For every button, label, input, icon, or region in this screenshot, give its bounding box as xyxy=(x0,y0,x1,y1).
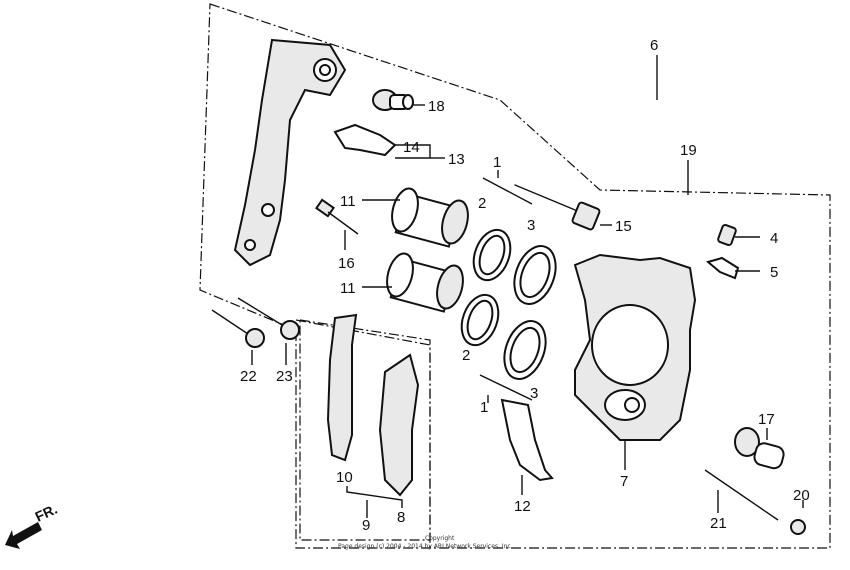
label-9: 9 xyxy=(362,517,370,534)
label-4: 4 xyxy=(770,230,778,247)
piston-lower-part-11 xyxy=(386,252,464,313)
label-21: 21 xyxy=(710,515,727,532)
leader-lines xyxy=(251,55,804,518)
label-23: 23 xyxy=(276,368,293,385)
label-1-lower: 1 xyxy=(480,399,488,416)
label-22: 22 xyxy=(240,368,257,385)
front-label: FR. xyxy=(33,501,60,525)
front-arrow-icon xyxy=(5,522,42,549)
assembly-6-outline xyxy=(199,3,831,549)
label-3-upper: 3 xyxy=(527,217,535,234)
label-5: 5 xyxy=(770,264,778,281)
label-14: 14 xyxy=(403,139,420,156)
label-10: 10 xyxy=(336,469,353,486)
brake-pad-part-8 xyxy=(378,353,420,497)
pad-pin-part-21 xyxy=(704,469,779,521)
brake-pad-part-10 xyxy=(326,313,358,462)
nut-part-20 xyxy=(790,519,806,535)
label-3-lower: 3 xyxy=(530,385,538,402)
pad-retainer-part-12 xyxy=(500,398,554,482)
bolt-part-17 xyxy=(734,427,785,470)
slide-pin-part-15 xyxy=(514,184,601,231)
label-2-upper: 2 xyxy=(478,195,486,212)
piston-seal-upper-part-2 xyxy=(472,228,512,282)
dust-seal-upper-part-3 xyxy=(513,245,557,305)
label-19: 19 xyxy=(680,142,697,159)
label-16: 16 xyxy=(338,255,355,272)
label-11-lower: 11 xyxy=(340,280,356,297)
copyright-line-1: Copyright xyxy=(425,535,455,542)
bolt-part-23 xyxy=(237,297,300,340)
caliper-body-part-7 xyxy=(573,253,697,441)
bleeder-cap-part-5 xyxy=(705,256,740,280)
part-number-labels: 6 19 18 14 13 1 2 3 11 11 15 4 5 16 2 3 … xyxy=(240,37,810,534)
label-6: 6 xyxy=(650,37,658,54)
pad-set-outline xyxy=(299,319,431,541)
label-11-upper: 11 xyxy=(340,193,356,210)
copyright-line-2: Page design (c) 2004 - 2014 by ARI Netwo… xyxy=(338,543,513,550)
label-15: 15 xyxy=(615,218,632,235)
label-20: 20 xyxy=(793,487,810,504)
label-7: 7 xyxy=(620,473,628,490)
label-12: 12 xyxy=(514,498,531,515)
boot-part-18 xyxy=(372,89,414,111)
pin-bolt-part-16 xyxy=(315,198,359,235)
label-1-upper: 1 xyxy=(493,154,501,171)
front-direction-indicator: FR. xyxy=(5,501,60,549)
dust-seal-lower-part-3 xyxy=(503,320,547,380)
piston-upper-part-11 xyxy=(391,187,469,248)
label-13: 13 xyxy=(448,151,465,168)
label-18: 18 xyxy=(428,98,445,115)
label-17: 17 xyxy=(758,411,775,428)
label-2-lower: 2 xyxy=(462,347,470,364)
bolt-part-22 xyxy=(211,309,265,348)
label-8: 8 xyxy=(397,509,405,526)
piston-seal-lower-part-2 xyxy=(460,293,500,347)
caliper-bracket xyxy=(233,38,347,267)
bleeder-valve-part-4 xyxy=(717,223,737,247)
pad-spring-part-14 xyxy=(333,123,397,157)
